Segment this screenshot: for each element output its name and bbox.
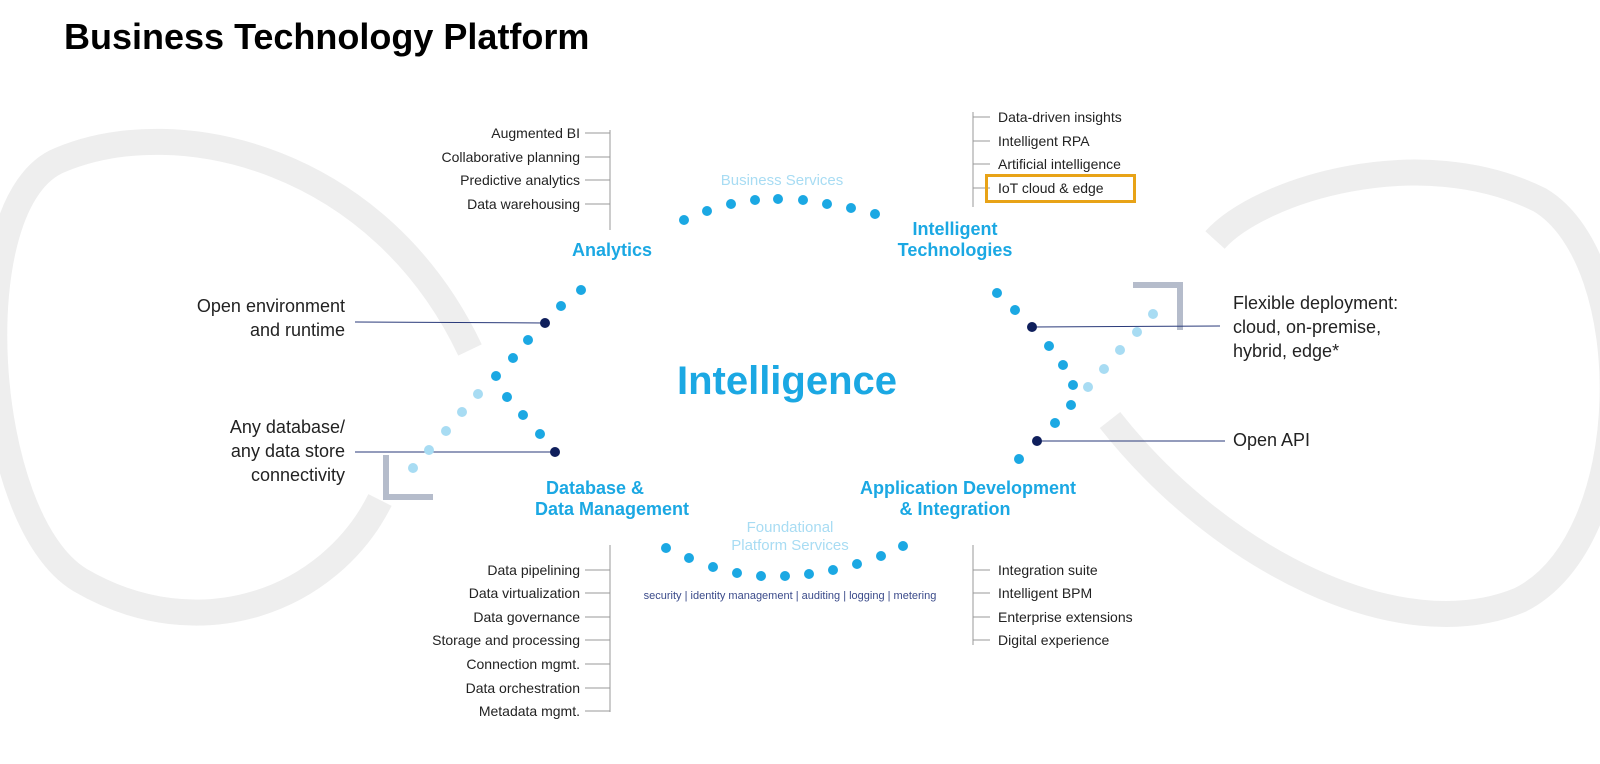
path-dot — [523, 335, 533, 345]
path-dot — [684, 553, 694, 563]
section-database-2: Data Management — [534, 499, 690, 519]
foundational-label-2: Platform Services — [731, 537, 849, 554]
list-item: Data warehousing — [467, 196, 580, 212]
connector-dot — [550, 447, 560, 457]
list-item: Data governance — [473, 609, 580, 625]
path-dot — [780, 571, 790, 581]
section-analytics: Analytics — [571, 240, 653, 260]
path-dot — [556, 301, 566, 311]
list-item: Artificial intelligence — [998, 156, 1121, 172]
callout-flexible-2: cloud, on-premise, — [1233, 317, 1382, 337]
path-dot — [822, 199, 832, 209]
section-appdev-2: & Integration — [899, 499, 1011, 519]
bracket-left — [383, 455, 433, 500]
path-dot — [1058, 360, 1068, 370]
path-dot — [441, 426, 451, 436]
list-item: Data pipelining — [487, 562, 580, 578]
path-dot — [852, 559, 862, 569]
foundational-sublabel: security | identity management | auditin… — [643, 590, 937, 602]
path-dot — [518, 410, 528, 420]
path-dot — [898, 541, 908, 551]
path-dot — [424, 445, 434, 455]
path-dot — [408, 463, 418, 473]
path-dot — [732, 568, 742, 578]
section-intelligent-tech-1: Intelligent — [912, 219, 998, 239]
list-item: Predictive analytics — [460, 172, 580, 188]
center-label: Intelligence — [676, 359, 898, 403]
callout-open-api: Open API — [1233, 430, 1311, 450]
path-dot — [502, 392, 512, 402]
background-infinity-shape — [0, 128, 1600, 627]
path-dot — [1044, 341, 1054, 351]
foundational-label-1: Foundational — [746, 519, 834, 536]
list-item: Integration suite — [998, 562, 1098, 578]
dot-paths — [408, 194, 1158, 581]
bracket-right — [1133, 282, 1183, 330]
list-item: Data virtualization — [468, 585, 580, 601]
path-dot — [491, 371, 501, 381]
callout-any-db-2: any data store — [230, 441, 345, 461]
path-dot — [1115, 345, 1125, 355]
callout-open-env-1: Open environment — [196, 296, 345, 316]
path-dot — [773, 194, 783, 204]
callout-flexible-1: Flexible deployment: — [1233, 293, 1399, 313]
list-tick-lines — [585, 112, 990, 712]
callout-any-db-1: Any database/ — [229, 417, 345, 437]
path-dot — [702, 206, 712, 216]
path-dot — [726, 199, 736, 209]
path-dot — [870, 209, 880, 219]
list-item: Digital experience — [998, 632, 1110, 648]
path-dot — [1014, 454, 1024, 464]
path-dot — [576, 285, 586, 295]
path-dot — [679, 215, 689, 225]
path-dot — [535, 429, 545, 439]
list-item: Collaborative planning — [441, 149, 580, 165]
path-dot — [1132, 327, 1142, 337]
path-dot — [1083, 382, 1093, 392]
path-dot — [846, 203, 856, 213]
path-dot — [708, 562, 718, 572]
path-dot — [661, 543, 671, 553]
section-intelligent-tech-2: Technologies — [897, 240, 1013, 260]
list-item-highlighted: IoT cloud & edge — [998, 180, 1104, 196]
callout-flexible-3: hybrid, edge* — [1233, 341, 1340, 361]
list-item: Augmented BI — [491, 125, 580, 141]
path-dot — [756, 571, 766, 581]
path-dot — [876, 551, 886, 561]
page-title: Business Technology Platform — [64, 16, 590, 57]
list-item: Storage and processing — [432, 632, 580, 648]
list-item: Intelligent BPM — [998, 585, 1093, 601]
list-item: Data orchestration — [465, 680, 580, 696]
callout-any-db-3: connectivity — [250, 465, 345, 485]
list-item: Intelligent RPA — [998, 133, 1090, 149]
business-services-label: Business Services — [720, 172, 844, 189]
section-database-1: Database & — [545, 478, 645, 498]
path-dot — [750, 195, 760, 205]
list-item: Enterprise extensions — [998, 609, 1133, 625]
callout-open-env-2: and runtime — [249, 320, 345, 340]
path-dot — [457, 407, 467, 417]
path-dot — [804, 569, 814, 579]
path-dot — [828, 565, 838, 575]
path-dot — [508, 353, 518, 363]
connector-dot — [540, 318, 550, 328]
connector-dot — [1032, 436, 1042, 446]
list-item: Metadata mgmt. — [478, 703, 580, 719]
path-dot — [1066, 400, 1076, 410]
path-dot — [1099, 364, 1109, 374]
path-dot — [1148, 309, 1158, 319]
highlight-box — [985, 174, 1136, 203]
path-dot — [798, 195, 808, 205]
path-dot — [992, 288, 1002, 298]
list-item: Connection mgmt. — [466, 656, 580, 672]
path-dot — [1068, 380, 1078, 390]
path-dot — [473, 389, 483, 399]
path-dot — [1050, 418, 1060, 428]
path-dot — [1010, 305, 1020, 315]
connector-lines — [354, 321, 1225, 453]
section-appdev-1: Application Development — [859, 478, 1077, 498]
connector-dot — [1027, 322, 1037, 332]
list-item: Data-driven insights — [998, 109, 1122, 125]
